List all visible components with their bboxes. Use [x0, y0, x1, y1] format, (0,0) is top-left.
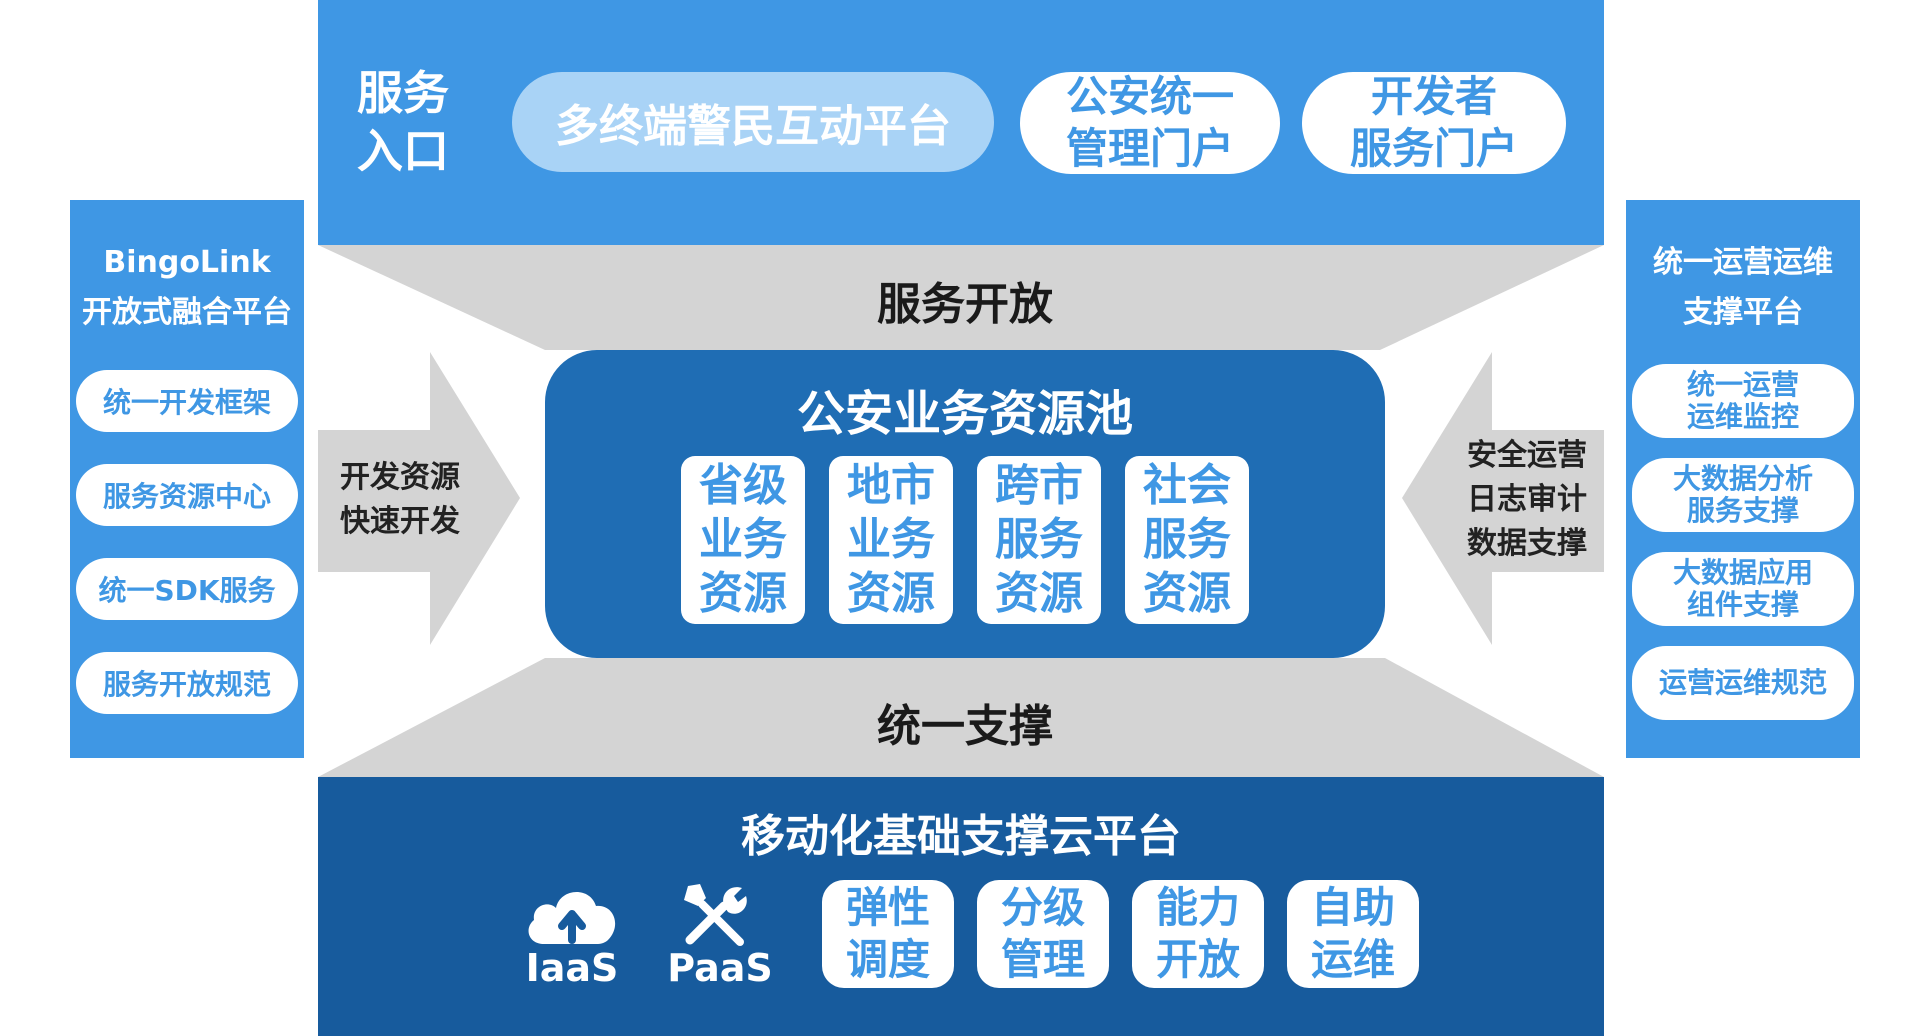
- left-panel-title: BingoLink 开放式融合平台: [82, 245, 292, 330]
- service-entry-label: 服务 入口: [357, 66, 449, 178]
- right-item-ops-spec: 运营运维规范: [1632, 646, 1854, 720]
- provincial-resource-card: 省级 业务 资源: [681, 456, 805, 624]
- left-arrow-label: 开发资源 快速开发: [340, 460, 460, 539]
- developer-portal-pill: 开发者 服务门户: [1302, 72, 1566, 174]
- unified-support-band: [318, 658, 1604, 777]
- cloud-upload-icon: [528, 891, 616, 944]
- self-service-ops-card: 自助 运维: [1287, 880, 1419, 988]
- paas-label: PaaS: [667, 946, 773, 990]
- service-open-band: [318, 245, 1604, 350]
- right-item-bigdata-analysis: 大数据分析 服务支撑: [1632, 458, 1854, 532]
- unified-support-label: 统一支撑: [877, 701, 1053, 752]
- left-item-dev-framework: 统一开发框架: [76, 370, 298, 432]
- left-item-resource-center: 服务资源中心: [76, 464, 298, 526]
- iaas-label: IaaS: [525, 946, 619, 990]
- capability-open-card: 能力 开放: [1132, 880, 1264, 988]
- cross-city-resource-card: 跨市 服务 资源: [977, 456, 1101, 624]
- multi-terminal-platform-pill: 多终端警民互动平台: [512, 72, 994, 172]
- resource-pool-title: 公安业务资源池: [796, 386, 1133, 442]
- left-arrow-shape: [318, 352, 520, 645]
- right-panel-title: 统一运营运维 支撑平台: [1653, 245, 1833, 330]
- service-open-label: 服务开放: [877, 279, 1053, 330]
- left-item-sdk-service: 统一SDK服务: [76, 558, 298, 620]
- right-item-ops-monitor: 统一运营 运维监控: [1632, 364, 1854, 438]
- social-resource-card: 社会 服务 资源: [1125, 456, 1249, 624]
- tools-icon: [684, 884, 747, 946]
- elastic-scheduling-card: 弹性 调度: [822, 880, 954, 988]
- police-portal-pill: 公安统一 管理门户: [1020, 72, 1280, 174]
- cloud-platform-title: 移动化基础支撑云平台: [741, 811, 1181, 862]
- tiered-management-card: 分级 管理: [977, 880, 1109, 988]
- right-arrow-label: 安全运营 日志审计 数据支撑: [1467, 438, 1587, 561]
- city-resource-card: 地市 业务 资源: [829, 456, 953, 624]
- left-item-open-spec: 服务开放规范: [76, 652, 298, 714]
- right-item-bigdata-components: 大数据应用 组件支撑: [1632, 552, 1854, 626]
- right-arrow-shape: [1402, 352, 1604, 645]
